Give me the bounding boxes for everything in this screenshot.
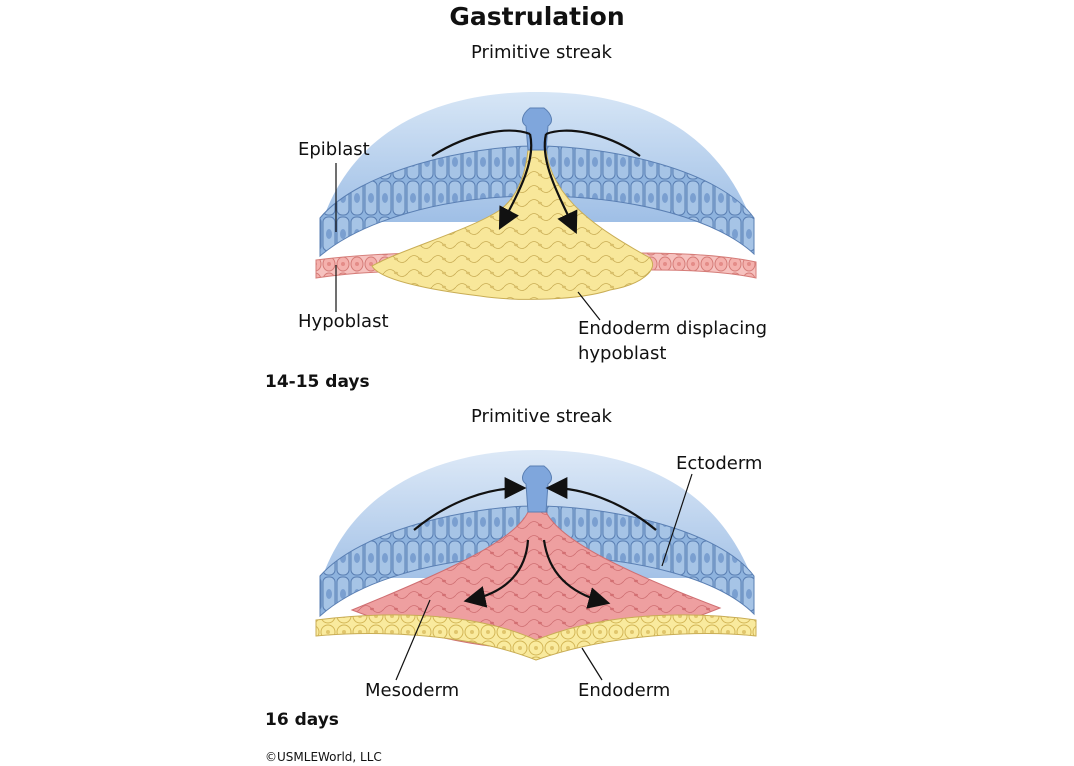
top-stage-label: 14-15 days bbox=[265, 372, 370, 392]
endoderm-displacing-label-line1: Endoderm displacing bbox=[578, 318, 768, 339]
bottom-endoderm-leader bbox=[581, 647, 603, 681]
bottom-stage-label: 16 days bbox=[265, 710, 339, 730]
bottom-arrow-left-curve bbox=[413, 477, 527, 531]
ectoderm-label: Ectoderm bbox=[676, 453, 763, 474]
bottom-ectoderm-layer bbox=[319, 505, 755, 618]
top-epiblast-layer bbox=[319, 145, 755, 258]
copyright-text: USMLEWorld, LLC bbox=[277, 750, 382, 764]
bottom-arrow-right-curve bbox=[545, 477, 657, 531]
diagram-title: Gastrulation bbox=[449, 2, 625, 31]
epiblast-label: Epiblast bbox=[298, 139, 370, 160]
top-arrow-right-curve bbox=[545, 129, 641, 157]
bottom-arrow-right-down bbox=[542, 539, 611, 609]
endoderm-displacing-label-line2: hypoblast bbox=[578, 343, 667, 364]
top-arrow-right-down bbox=[543, 133, 578, 234]
top-embryo bbox=[315, 92, 757, 321]
bottom-primitive-streak-label: Primitive streak bbox=[471, 406, 612, 427]
hypoblast-label: Hypoblast bbox=[298, 311, 389, 332]
bottom-embryo bbox=[315, 450, 757, 681]
bottom-arrow-left-down bbox=[463, 539, 530, 608]
bottom-mesoderm-leader bbox=[395, 599, 431, 681]
endoderm-label: Endoderm bbox=[578, 680, 671, 701]
bottom-endoderm-layer bbox=[315, 614, 757, 661]
top-arrow-left-curve bbox=[431, 129, 531, 157]
copyright-icon: © bbox=[265, 750, 277, 764]
top-primitive-streak-label: Primitive streak bbox=[471, 42, 612, 63]
copyright-notice: ©USMLEWorld, LLC bbox=[265, 750, 382, 764]
bottom-primitive-streak bbox=[522, 465, 552, 513]
mesoderm-label: Mesoderm bbox=[365, 680, 460, 701]
top-arrow-left-down bbox=[498, 133, 533, 230]
top-endoderm-leader bbox=[577, 291, 601, 321]
bottom-ectoderm-leader bbox=[661, 473, 693, 567]
